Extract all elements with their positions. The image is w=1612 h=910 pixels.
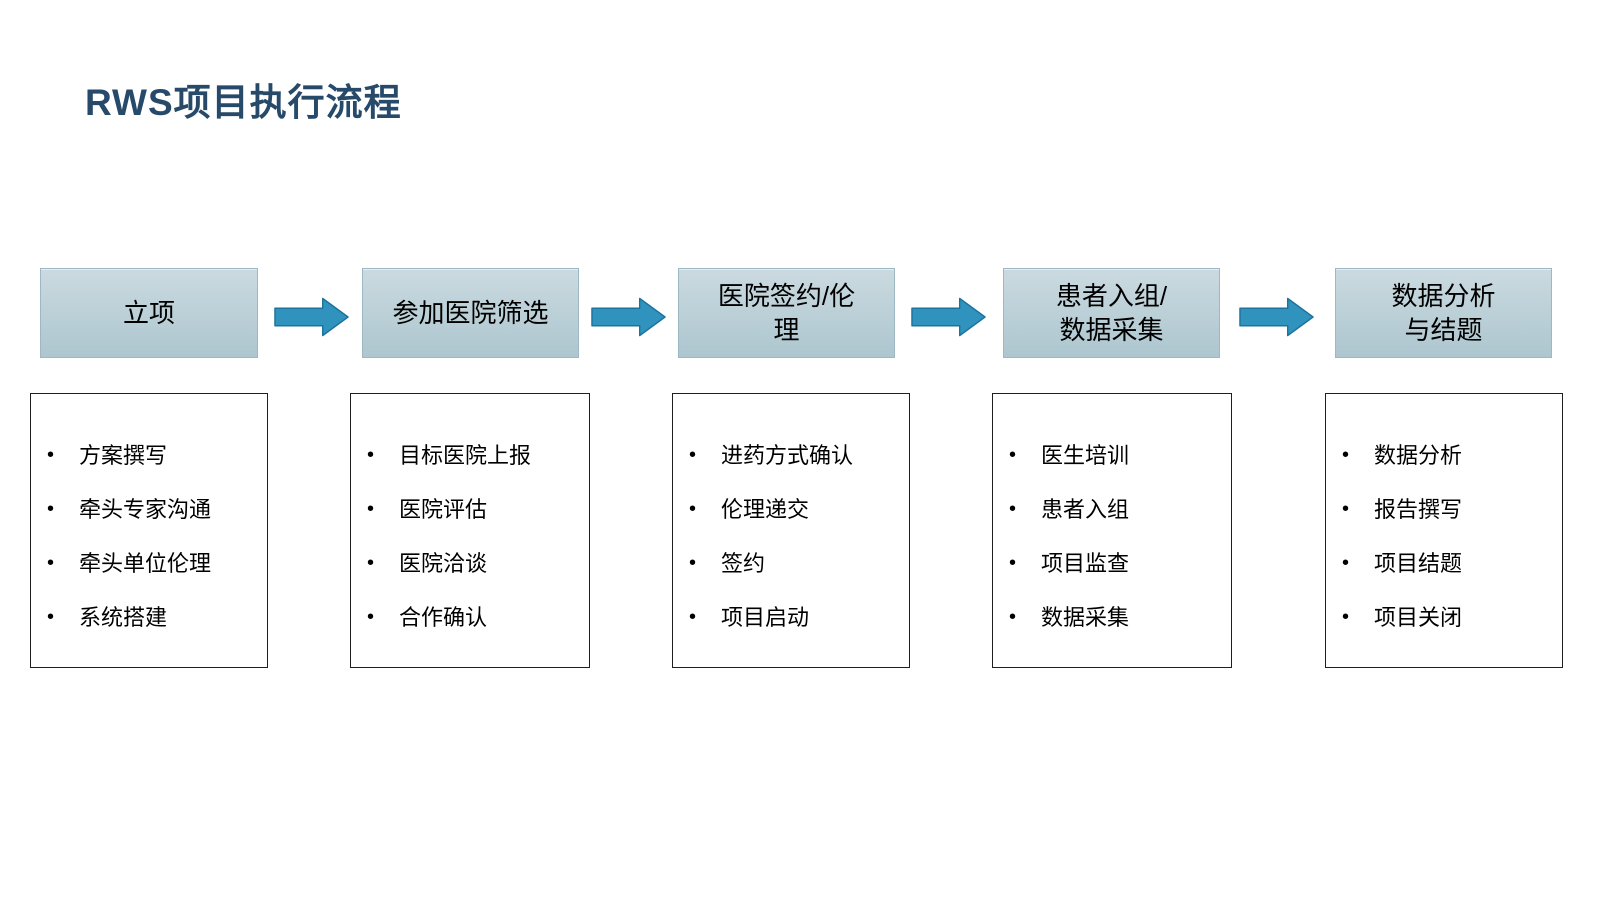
step-item-label: 医生培训 — [1041, 443, 1130, 468]
step-item-label: 目标医院上报 — [399, 443, 532, 468]
list-item: • 系统搭建 — [47, 606, 261, 629]
stage-box-4: 患者入组/ 数据采集 — [1003, 268, 1220, 358]
step-item-label: 项目启动 — [721, 605, 810, 630]
step-item-label: 医院洽谈 — [399, 551, 488, 576]
step-item-label: 报告撰写 — [1374, 497, 1463, 522]
flow-arrow-icon — [1239, 297, 1314, 337]
stage-detail-box-1: • 方案撰写 • 牵头专家沟通 • 牵头单位伦理 • 系统搭建 — [30, 393, 268, 668]
bullet-icon: • — [367, 498, 375, 520]
step-list: • 进药方式确认 • 伦理递交 • 签约 • 项目启动 — [673, 394, 909, 629]
bullet-icon: • — [1342, 498, 1350, 520]
step-list: • 方案撰写 • 牵头专家沟通 • 牵头单位伦理 • 系统搭建 — [31, 394, 267, 629]
bullet-icon: • — [367, 552, 375, 574]
step-list: • 数据分析 • 报告撰写 • 项目结题 • 项目关闭 — [1326, 394, 1562, 629]
bullet-icon: • — [47, 606, 55, 628]
bullet-icon: • — [1009, 552, 1017, 574]
bullet-icon: • — [47, 498, 55, 520]
step-item-label: 患者入组 — [1041, 497, 1130, 522]
bullet-icon: • — [1342, 552, 1350, 574]
stage-label-5: 数据分析 与结题 — [1391, 281, 1496, 345]
list-item: • 数据采集 — [1009, 606, 1225, 629]
step-list: • 医生培训 • 患者入组 • 项目监查 • 数据采集 — [993, 394, 1231, 629]
bullet-icon: • — [1009, 606, 1017, 628]
list-item: • 目标医院上报 — [367, 444, 583, 467]
step-item-label: 牵头专家沟通 — [79, 497, 212, 522]
step-item-label: 合作确认 — [399, 605, 488, 630]
arrow-shape — [591, 297, 666, 337]
flow-arrow-icon — [911, 297, 986, 337]
bullet-icon: • — [47, 552, 55, 574]
stage-box-2: 参加医院筛选 — [362, 268, 579, 358]
arrow-shape — [274, 297, 349, 337]
step-item-label: 伦理递交 — [721, 497, 810, 522]
list-item: • 项目结题 — [1342, 552, 1556, 575]
stage-box-1: 立项 — [40, 268, 258, 358]
bullet-icon: • — [689, 498, 697, 520]
step-item-label: 牵头单位伦理 — [79, 551, 212, 576]
stage-label-3: 医院签约/伦 理 — [717, 281, 856, 345]
stage-label-2: 参加医院筛选 — [392, 298, 549, 328]
list-item: • 报告撰写 — [1342, 498, 1556, 521]
list-item: • 合作确认 — [367, 606, 583, 629]
bullet-icon: • — [689, 444, 697, 466]
arrow-shape — [1239, 297, 1314, 337]
step-item-label: 项目关闭 — [1374, 605, 1463, 630]
bullet-icon: • — [1342, 606, 1350, 628]
stage-detail-box-2: • 目标医院上报 • 医院评估 • 医院洽谈 • 合作确认 — [350, 393, 590, 668]
flow-arrow-icon — [274, 297, 349, 337]
step-item-label: 项目结题 — [1374, 551, 1463, 576]
step-item-label: 系统搭建 — [79, 605, 168, 630]
list-item: • 项目关闭 — [1342, 606, 1556, 629]
stage-box-5: 数据分析 与结题 — [1335, 268, 1552, 358]
flow-arrow-icon — [591, 297, 666, 337]
list-item: • 牵头专家沟通 — [47, 498, 261, 521]
list-item: • 进药方式确认 — [689, 444, 903, 467]
stage-label-1: 立项 — [122, 298, 175, 328]
stage-detail-box-5: • 数据分析 • 报告撰写 • 项目结题 • 项目关闭 — [1325, 393, 1563, 668]
step-item-label: 项目监查 — [1041, 551, 1130, 576]
list-item: • 医院洽谈 — [367, 552, 583, 575]
step-item-label: 数据采集 — [1041, 605, 1130, 630]
bullet-icon: • — [1009, 498, 1017, 520]
list-item: • 患者入组 — [1009, 498, 1225, 521]
step-item-label: 医院评估 — [399, 497, 488, 522]
list-item: • 伦理递交 — [689, 498, 903, 521]
bullet-icon: • — [367, 444, 375, 466]
step-list: • 目标医院上报 • 医院评估 • 医院洽谈 • 合作确认 — [351, 394, 589, 629]
stage-detail-box-3: • 进药方式确认 • 伦理递交 • 签约 • 项目启动 — [672, 393, 910, 668]
arrow-shape — [911, 297, 986, 337]
stage-box-3: 医院签约/伦 理 — [678, 268, 895, 358]
list-item: • 项目监查 — [1009, 552, 1225, 575]
step-item-label: 进药方式确认 — [721, 443, 854, 468]
bullet-icon: • — [689, 552, 697, 574]
list-item: • 数据分析 — [1342, 444, 1556, 467]
bullet-icon: • — [367, 606, 375, 628]
stage-label-4: 患者入组/ 数据采集 — [1055, 281, 1168, 345]
bullet-icon: • — [1009, 444, 1017, 466]
list-item: • 项目启动 — [689, 606, 903, 629]
page-title: RWS项目执行流程 — [85, 82, 402, 123]
step-item-label: 数据分析 — [1374, 443, 1463, 468]
bullet-icon: • — [1342, 444, 1350, 466]
stage-detail-box-4: • 医生培训 • 患者入组 • 项目监查 • 数据采集 — [992, 393, 1232, 668]
step-item-label: 方案撰写 — [79, 443, 168, 468]
list-item: • 医生培训 — [1009, 444, 1225, 467]
step-item-label: 签约 — [721, 551, 766, 576]
list-item: • 医院评估 — [367, 498, 583, 521]
bullet-icon: • — [47, 444, 55, 466]
list-item: • 方案撰写 — [47, 444, 261, 467]
bullet-icon: • — [689, 606, 697, 628]
list-item: • 签约 — [689, 552, 903, 575]
list-item: • 牵头单位伦理 — [47, 552, 261, 575]
